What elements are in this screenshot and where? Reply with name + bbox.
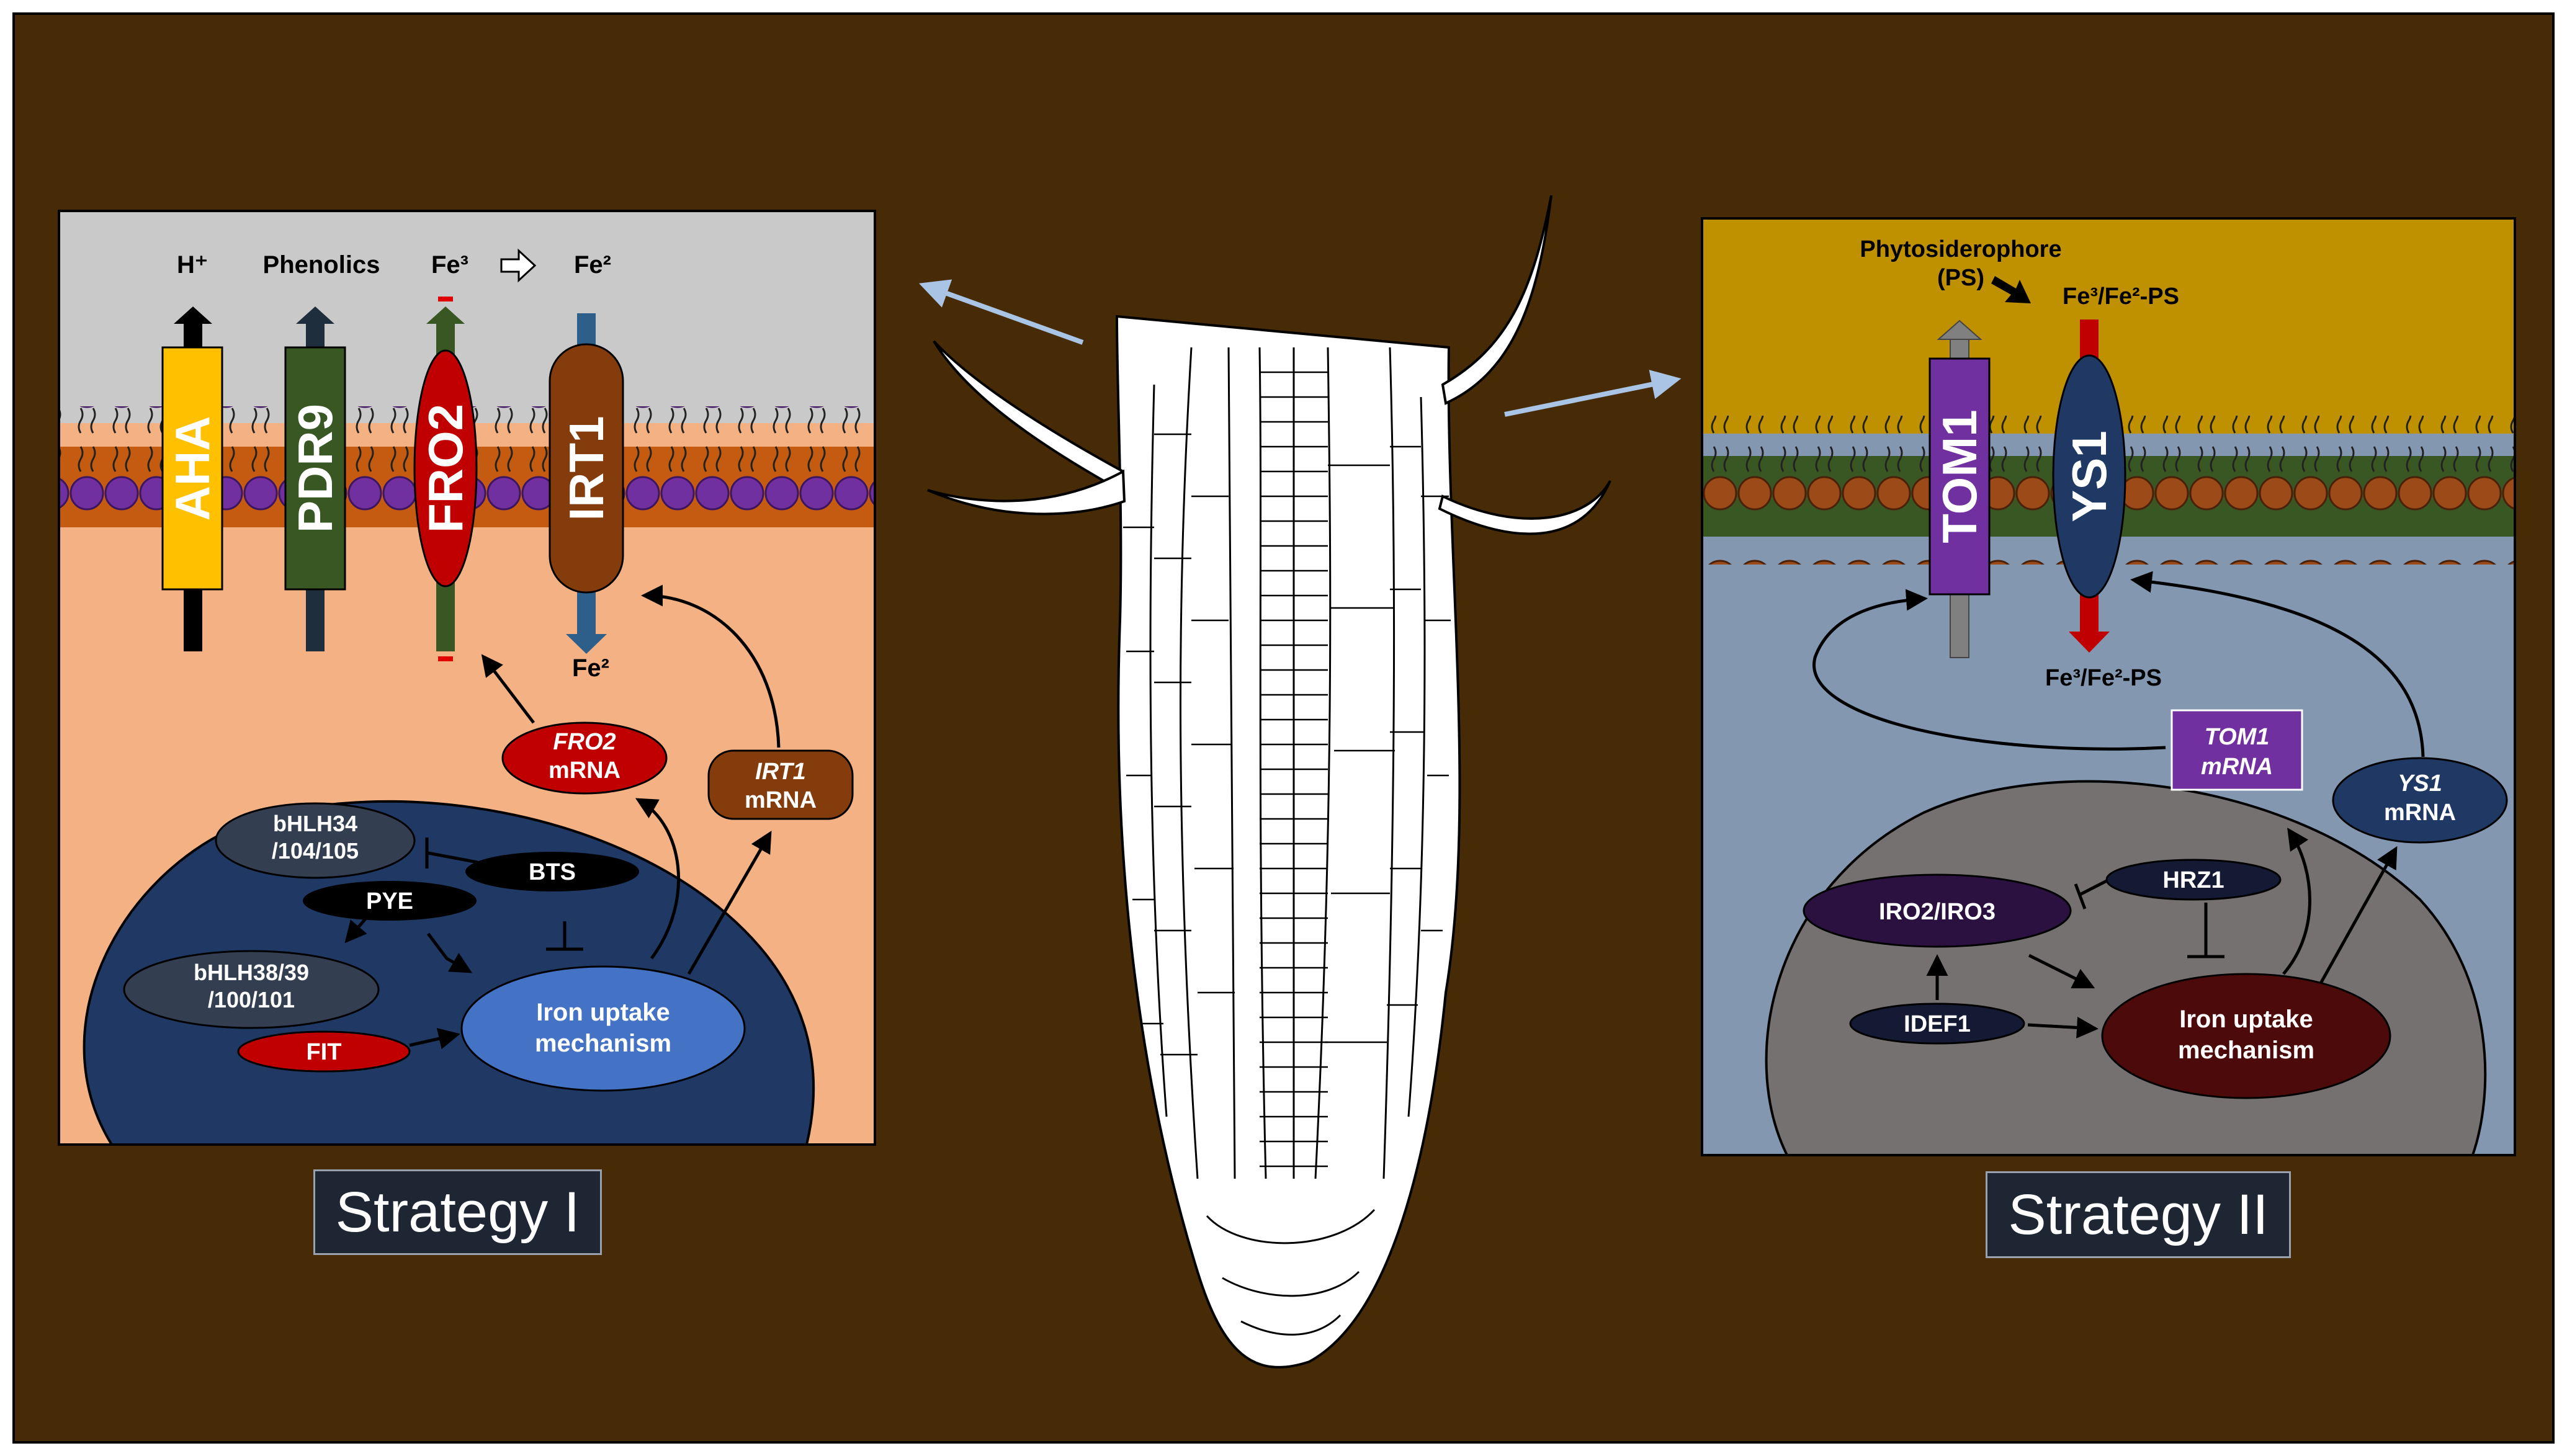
reduction-arrow-icon — [500, 248, 537, 283]
ys1-mrna-text: mRNA — [2384, 800, 2456, 826]
fe3-label: Fe³ — [431, 251, 468, 279]
root-hair-4 — [1438, 480, 1611, 535]
root-body — [1115, 315, 1461, 1369]
chelation-arrow-icon — [1991, 276, 2031, 303]
fro2-mrna-name: FRO2 — [553, 729, 616, 755]
bhlh34-node — [215, 802, 416, 879]
tom1-mrna-text: mRNA — [2201, 754, 2273, 780]
minus-top-icon — [438, 297, 453, 301]
bhlh38-node — [123, 950, 380, 1029]
hrz1-node — [2105, 859, 2282, 901]
bhlh38-text-2: /100/101 — [208, 987, 295, 1012]
irt1-transporter — [549, 343, 624, 594]
phytosiderophore-label: Phytosiderophore — [1860, 236, 2061, 262]
ys1-label: YS1 — [2062, 431, 2117, 522]
fit-node — [237, 1030, 411, 1073]
strategy2-arrows — [1812, 571, 2425, 1038]
iron-uptake-text-1b: mechanism — [535, 1030, 671, 1057]
fit-text: FIT — [307, 1039, 342, 1065]
bhlh34-text-2: /104/105 — [272, 838, 359, 864]
fro2-label: FRO2 — [418, 404, 473, 533]
strategy1-label: Strategy I — [313, 1169, 602, 1255]
bts-text: BTS — [529, 859, 576, 885]
tom1-mrna-node — [2171, 709, 2303, 791]
fe-ps-top-label: Fe³/Fe²-PS — [2063, 284, 2179, 310]
bhlh38-text: bHLH38/39 — [194, 960, 309, 985]
fro2-mrna-node — [501, 721, 668, 795]
idef1-node — [1849, 1003, 2025, 1045]
tom1-label: TOM1 — [1932, 409, 1987, 543]
irt1-mrna-name: IRT1 — [755, 759, 806, 785]
phenolics-label: Phenolics — [263, 251, 380, 279]
pdr9-label: PDR9 — [288, 404, 343, 533]
strategy2-label-text: Strategy II — [2008, 1182, 2269, 1246]
fro2-transporter — [413, 349, 478, 587]
pye-node — [303, 881, 477, 921]
iron-uptake-node-2 — [2101, 973, 2391, 1099]
pye-text: PYE — [366, 888, 413, 914]
iron-uptake-text-2: Iron uptake — [2179, 1006, 2313, 1033]
fro2-mrna-text: mRNA — [549, 757, 620, 784]
irt1-mrna-node — [707, 749, 854, 820]
tom1-transporter — [1929, 357, 1991, 596]
ys1-mrna-node — [2332, 757, 2508, 844]
root-hair-3 — [1441, 195, 1552, 405]
iro2-text: IRO2/IRO3 — [1879, 899, 1996, 925]
iro2-node — [1803, 873, 2072, 948]
strategy1-arrows — [344, 584, 781, 1050]
iron-uptake-text-1: Iron uptake — [536, 999, 670, 1026]
ys1-transporter — [2052, 354, 2126, 599]
irt1-mrna-text: mRNA — [745, 787, 817, 813]
fe-ps-bottom-label: Fe³/Fe²-PS — [2045, 665, 2162, 691]
aha-label: AHA — [165, 416, 220, 521]
strategy2-label: Strategy II — [1986, 1171, 2291, 1258]
pdr9-transporter — [284, 346, 346, 591]
root-hair-2 — [927, 469, 1126, 516]
bhlh34-text: bHLH34 — [273, 811, 357, 836]
irt1-label: IRT1 — [559, 416, 614, 520]
hrz1-text: HRZ1 — [2162, 867, 2224, 893]
fe2-inside-label: Fe² — [572, 654, 609, 682]
iron-uptake-node-1 — [460, 965, 746, 1092]
ps-label: (PS) — [1937, 265, 1984, 291]
h-plus-label: H⁺ — [177, 251, 208, 279]
idef1-text: IDEF1 — [1904, 1011, 1971, 1037]
root-illustration — [927, 195, 1611, 1369]
fe2-label: Fe² — [574, 251, 611, 279]
bts-node — [465, 852, 639, 891]
strategy2-panel: Phytosiderophore (PS) Fe³/Fe²-PS TOM1 YS… — [1701, 217, 2516, 1156]
root-hair-1 — [933, 340, 1125, 493]
ys1-mrna-name: YS1 — [2398, 770, 2442, 797]
tom1-mrna-name: TOM1 — [2205, 724, 2270, 750]
strategy1-panel: H⁺ Phenolics Fe³ Fe² AHA PDR9 FRO2 IRT1 … — [58, 210, 876, 1146]
minus-bottom-icon — [438, 656, 453, 661]
strategy1-label-text: Strategy I — [335, 1180, 580, 1244]
pointer-arrows — [918, 279, 1682, 417]
aha-transporter — [161, 346, 223, 591]
iron-uptake-text-2b: mechanism — [2178, 1037, 2314, 1064]
